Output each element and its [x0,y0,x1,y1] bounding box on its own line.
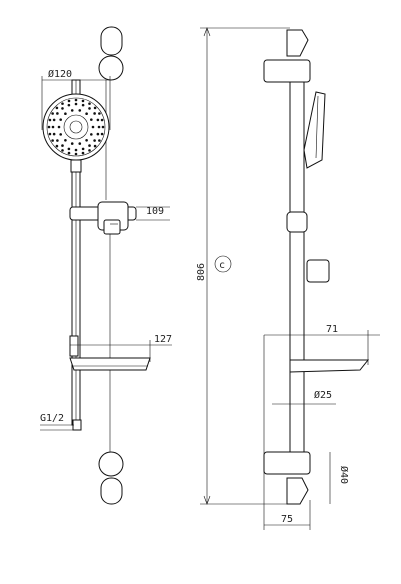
nozzle-dot [55,106,59,110]
bottom-bracket-side [286,477,309,505]
nozzle-dot [78,109,82,112]
height-dimension: 806 c [196,27,290,505]
nozzle-dot [51,139,54,142]
nozzle-dot [81,103,85,107]
nozzle-dot [48,132,52,136]
nozzle-dot [74,148,78,152]
nozzle-dot [96,132,100,136]
bracket-diameter-label: Ø40 [338,466,350,484]
side-view: 71 Ø25 Ø40 75 [263,29,380,530]
nozzle-dot [51,112,54,115]
nozzle-dot [56,139,59,142]
nozzle-dot [52,118,56,122]
nozzle-dot [93,106,97,110]
nozzle-dot [67,147,71,151]
nozzle-dot [61,107,64,110]
nozzle-dot [67,103,71,107]
nozzle-dot [85,112,88,116]
bottom-bracket-cap [98,451,124,477]
nozzle-dot [74,152,78,156]
nozzle-dot [88,149,91,152]
nozzle-dot [97,125,101,129]
nozzle-dot [64,138,67,142]
slide-rail-side [289,81,305,455]
nozzle-dot [67,99,71,103]
top-bracket-side [286,29,309,57]
wall-projection-label: 75 [281,514,293,525]
soap-dish-side [289,359,370,373]
nozzle-dot [88,102,91,105]
nozzle-dot [93,144,97,148]
nozzle-dot [100,118,104,122]
top-bracket-cap [98,55,124,81]
nozzle-dot [88,144,91,147]
soap-dish-front [69,335,151,371]
top-wall-bracket [100,26,123,56]
nozzle-dot [88,107,91,110]
holder-width-label: 109 [146,206,164,217]
nozzle-dot [81,151,85,155]
nozzle-dot [93,112,96,115]
nozzle-dot [78,142,82,145]
nozzle-dot [81,99,85,103]
head-diameter-label: Ø120 [48,68,72,80]
nozzle-dot [81,147,85,151]
nozzle-dot [59,118,62,121]
bottom-wall-bracket [100,477,123,505]
nozzle-dot [74,98,78,102]
nozzle-dot [70,142,74,145]
nozzle-dot [55,144,59,148]
holder-side [286,211,308,233]
nozzle-dot [98,139,101,142]
nozzle-dot [98,112,101,115]
front-view: Ø120 109 127 G1/2 [40,26,172,505]
nozzle-dot [96,118,100,122]
nozzle-dot [61,149,64,152]
bottom-arm-side [263,451,311,475]
nozzle-dot [70,109,74,112]
nozzle-dot [57,125,61,129]
shower-head [42,93,110,173]
nozzle-dot [51,125,55,129]
thread-label: G1/2 [40,413,64,424]
nozzle-dot [100,132,104,136]
dish-width-label: 127 [154,334,172,345]
nozzle-dot [59,133,62,136]
dish-projection-label: 71 [326,324,338,335]
nozzle-dot [85,138,88,142]
nozzle-dot [64,112,67,116]
shower-head-side [303,91,326,169]
nozzle-dot [56,112,59,115]
nozzle-dot [48,118,52,122]
center-mark-label: c [219,260,225,271]
nozzle-dot [93,139,96,142]
thread-connector [72,419,82,431]
nozzle-dot [67,151,71,155]
hand-shower-holder [69,201,137,235]
rail-height-label: 806 [196,263,207,281]
nozzle-dot [101,125,105,129]
nozzle-dot [74,102,78,106]
top-arm-side [263,59,311,83]
slider-knob-side [306,259,330,283]
nozzle-dot [61,144,64,147]
nozzle-dot [90,118,93,121]
nozzle-dot [61,102,64,105]
nozzle-dot [47,125,51,129]
nozzle-dot [52,132,56,136]
nozzle-dot [91,125,95,129]
rail-diameter-label: Ø25 [314,389,332,401]
nozzle-dot [90,133,93,136]
